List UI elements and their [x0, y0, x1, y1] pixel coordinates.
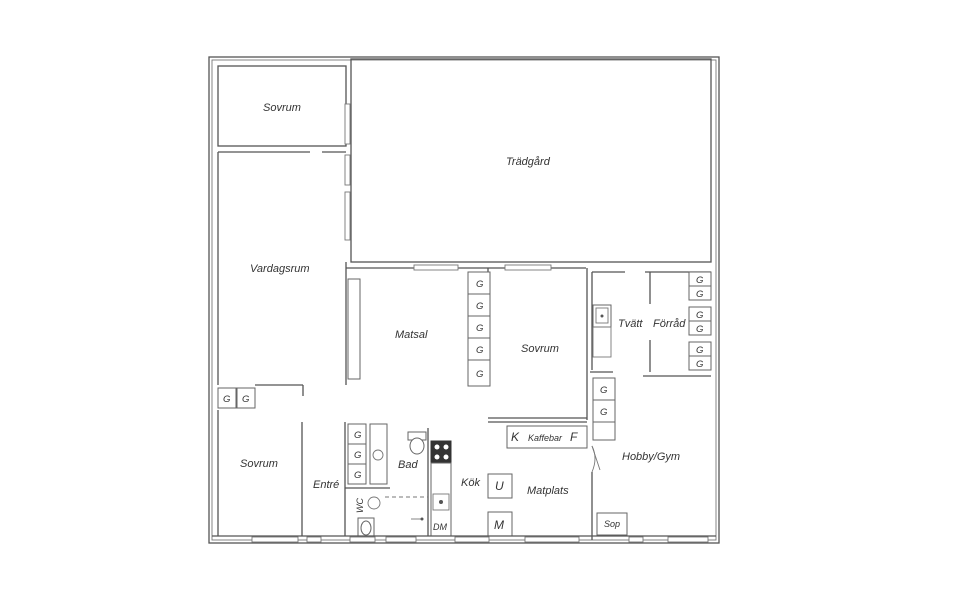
- label-tvatt: Tvätt: [618, 318, 643, 330]
- wardrobe-column-hobby: [592, 377, 616, 441]
- label-matsal: Matsal: [395, 329, 428, 341]
- outer-wall-inner: [211, 59, 717, 541]
- label-kok: Kök: [461, 477, 480, 489]
- window: [251, 536, 299, 543]
- wardrobe-label: G: [476, 323, 483, 334]
- window: [344, 154, 351, 186]
- wardrobe-label: G: [696, 345, 703, 356]
- toilet-bad: [407, 431, 427, 455]
- bath-cabinet: [369, 423, 388, 485]
- wardrobe-label: G: [223, 394, 230, 405]
- stove: [430, 440, 452, 464]
- wc-sink: [367, 496, 381, 510]
- label-bad: Bad: [398, 459, 418, 471]
- label-entre: Entré: [313, 479, 339, 491]
- cabinet-m: [487, 511, 513, 537]
- wardrobe-label: G: [696, 359, 703, 370]
- label-sovrum-mid: Sovrum: [521, 343, 559, 355]
- wardrobe-label: G: [242, 394, 249, 405]
- label-vardagsrum: Vardagsrum: [250, 263, 310, 275]
- label-hobby-gym: Hobby/Gym: [622, 451, 680, 463]
- label-u: U: [495, 479, 504, 493]
- wardrobe-label: G: [476, 369, 483, 380]
- laundry-counter: [592, 326, 612, 358]
- wardrobe-row-left: [217, 387, 256, 409]
- wardrobe-label: G: [354, 470, 361, 481]
- room-tradgard: [350, 58, 712, 263]
- label-sovrum-top: Sovrum: [263, 102, 301, 114]
- half-wall: [347, 278, 361, 380]
- window: [349, 536, 376, 543]
- label-m: M: [494, 518, 504, 532]
- toilet-wc: [357, 517, 375, 537]
- bath-sink: [372, 449, 384, 461]
- wardrobe-label: G: [696, 310, 703, 321]
- label-wc: WC: [355, 498, 365, 513]
- kitchen-sink: [432, 493, 450, 511]
- label-forrad: Förråd: [653, 318, 686, 330]
- window: [667, 536, 709, 543]
- label-sovrum-bottom: Sovrum: [240, 458, 278, 470]
- door-swing: [591, 445, 596, 473]
- window: [628, 536, 644, 543]
- kaffebar-counter: [506, 425, 588, 449]
- label-kaffebar: Kaffebar: [528, 433, 563, 443]
- window: [413, 264, 459, 271]
- wardrobe-label: G: [476, 301, 483, 312]
- window: [306, 536, 322, 543]
- wardrobe-column-forrad: [688, 271, 712, 371]
- wardrobe-label: G: [354, 450, 361, 461]
- tap-knob: [420, 517, 424, 521]
- window: [344, 103, 351, 145]
- window: [504, 264, 552, 271]
- outer-wall: [208, 56, 720, 544]
- window: [524, 536, 580, 543]
- window: [385, 536, 417, 543]
- label-dm: DM: [433, 522, 447, 532]
- label-matplats: Matplats: [527, 485, 569, 497]
- wardrobe-label: G: [354, 430, 361, 441]
- wardrobe-label: G: [696, 275, 703, 286]
- wardrobe-label: G: [476, 279, 483, 290]
- laundry-sink: [592, 304, 612, 328]
- sop-box: [596, 512, 628, 536]
- wardrobe-label: G: [476, 345, 483, 356]
- label-f: F: [570, 430, 578, 444]
- wardrobe-label: G: [696, 289, 703, 300]
- wardrobe-label: G: [600, 385, 607, 396]
- wardrobe-column-sovrum: [467, 271, 491, 387]
- wardrobe-column-entre: [347, 423, 367, 485]
- label-k: K: [511, 430, 520, 444]
- wardrobe-label: G: [696, 324, 703, 335]
- window: [344, 191, 351, 241]
- wardrobe-label: G: [600, 407, 607, 418]
- cabinet-u: [487, 473, 513, 499]
- label-tradgard: Trädgård: [506, 156, 551, 168]
- label-sop: Sop: [604, 519, 620, 529]
- window: [454, 536, 490, 543]
